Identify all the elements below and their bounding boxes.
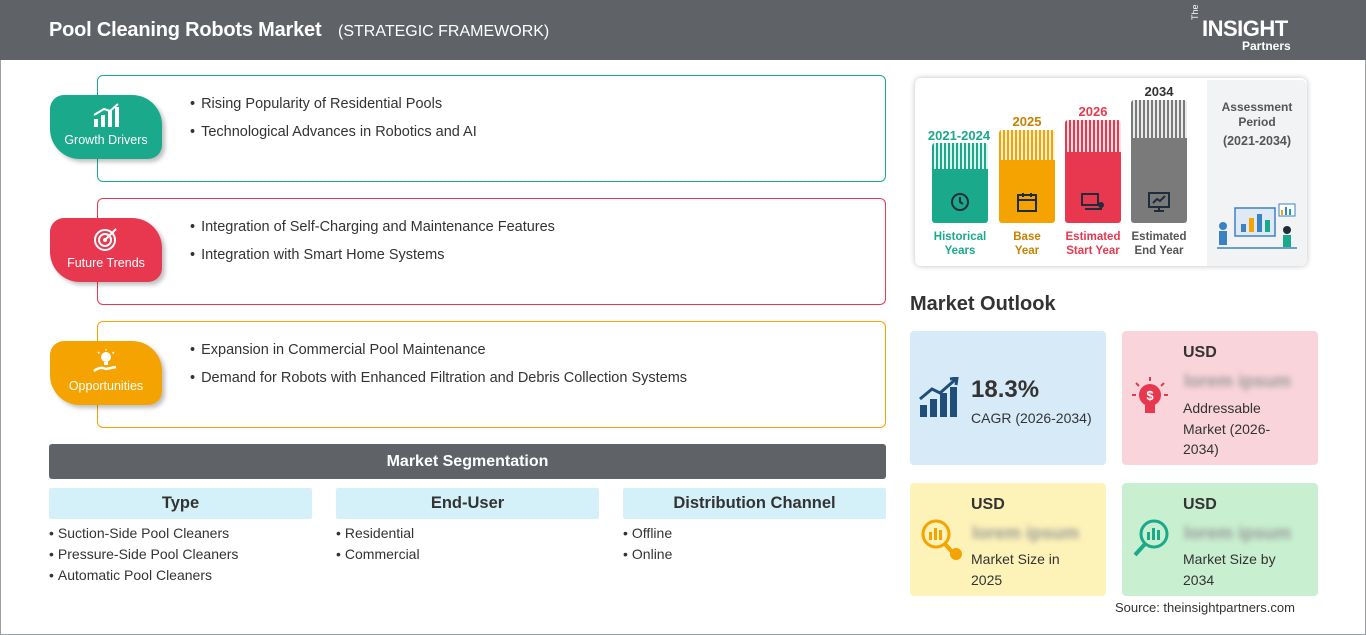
- segment-header: Type: [49, 488, 312, 519]
- cagr-label: CAGR (2026-2034): [971, 410, 1092, 426]
- list-item: Integration of Self-Charging and Mainten…: [190, 219, 555, 247]
- list-item: Automatic Pool Cleaners: [49, 567, 312, 588]
- cagr-tile: 18.3% CAGR (2026-2034): [910, 331, 1106, 465]
- timeline-year-start: 2026: [1078, 104, 1108, 119]
- monitor-chart-icon: [1148, 192, 1170, 212]
- timeline-bar-end: [1131, 100, 1187, 223]
- list-item: Pressure-Side Pool Cleaners: [49, 546, 312, 567]
- bar-chart-up-icon: [93, 103, 119, 127]
- list-item: Offline: [623, 525, 886, 546]
- addressable-market-label: Addressable Market (2026-2034): [1183, 400, 1271, 457]
- magnifier-chart-icon: [1133, 519, 1169, 557]
- timeline-year-base: 2025: [1012, 114, 1042, 129]
- presentation-icon: [1081, 193, 1104, 210]
- svg-text:$: $: [1146, 388, 1154, 403]
- list-item: Expansion in Commercial Pool Maintenance: [190, 342, 687, 370]
- addressable-market-tile: USD lorem ipsum $ Addressable Market (20…: [1122, 331, 1318, 465]
- lightbulb-hand-icon: [93, 349, 117, 372]
- future-trends-card: Integration of Self-Charging and Mainten…: [97, 198, 886, 305]
- timeline-label-base: Base Year: [1013, 231, 1041, 257]
- opportunities-tag: Opportunities: [50, 341, 162, 405]
- market-size-2034-tile: USD lorem ipsum Market Size by 2034: [1122, 483, 1318, 596]
- history-icon: [951, 193, 969, 211]
- list-item: Commercial: [336, 546, 599, 567]
- timeline-year-end: 2034: [1144, 84, 1174, 99]
- growth-drivers-tag: Growth Drivers: [50, 95, 162, 159]
- list-item: Technological Advances in Robotics and A…: [190, 124, 477, 152]
- header-bar: Pool Cleaning Robots Market (STRATEGIC F…: [0, 0, 1366, 60]
- target-icon: [94, 228, 117, 251]
- opportunities-card: Expansion in Commercial Pool Maintenance…: [97, 321, 886, 428]
- segment-header: Distribution Channel: [623, 488, 886, 519]
- market-size-2025-tile: USD lorem ipsum Market Size in 2025: [910, 483, 1106, 596]
- timeline-label-start: Estimated Start Year: [1065, 231, 1121, 257]
- calendar-icon: [1017, 193, 1037, 212]
- list-item: Suction-Side Pool Cleaners: [49, 525, 312, 546]
- timeline-label-end: Estimated End Year: [1131, 231, 1187, 257]
- segment-distribution-channel: Distribution Channel Offline Online: [623, 488, 886, 567]
- growth-drivers-card: Rising Popularity of Residential Pools T…: [97, 75, 886, 182]
- page-title: Pool Cleaning Robots Market: [49, 19, 322, 41]
- list-item: Demand for Robots with Enhanced Filtrati…: [190, 370, 687, 398]
- growth-drivers-label: Growth Drivers: [64, 133, 148, 147]
- future-trends-label: Future Trends: [67, 256, 145, 270]
- timeline-label-historical: Historical Years: [933, 231, 987, 257]
- currency-label: USD: [971, 496, 1005, 513]
- market-size-2034-value: lorem ipsum: [1184, 523, 1292, 543]
- timeline-year-historical: 2021-2024: [927, 128, 991, 143]
- list-item: Online: [623, 546, 886, 567]
- cagr-value: 18.3%: [971, 376, 1040, 403]
- magnifier-coins-icon: [921, 519, 962, 560]
- assessment-period: Assessment Period (2021-2034): [1207, 80, 1307, 266]
- list-item: Residential: [336, 525, 599, 546]
- currency-label: USD: [1183, 496, 1217, 513]
- segment-header: End-User: [336, 488, 599, 519]
- analytics-illustration-icon: [1217, 203, 1297, 249]
- segment-type: Type Suction-Side Pool Cleaners Pressure…: [49, 488, 312, 588]
- market-segmentation-header: Market Segmentation: [49, 444, 886, 479]
- insight-partners-logo: The INSIGHT Partners: [1190, 4, 1291, 53]
- list-item: Integration with Smart Home Systems: [190, 247, 555, 275]
- market-size-2034-label: Market Size by 2034: [1183, 551, 1276, 588]
- source-credit: Source: theinsightpartners.com: [1115, 600, 1295, 615]
- segment-end-user: End-User Residential Commercial: [336, 488, 599, 567]
- addressable-market-value: lorem ipsum: [1184, 371, 1292, 391]
- timeline-bar-start: [1065, 120, 1121, 223]
- list-item: Rising Popularity of Residential Pools: [190, 96, 477, 124]
- growth-chart-icon: [919, 377, 959, 417]
- page-subtitle: (STRATEGIC FRAMEWORK): [338, 23, 550, 40]
- timeline-bar-base: [999, 130, 1055, 223]
- currency-label: USD: [1183, 344, 1217, 361]
- market-size-2025-value: lorem ipsum: [972, 523, 1080, 543]
- lightbulb-dollar-icon: $: [1132, 377, 1168, 413]
- market-size-2025-label: Market Size in 2025: [971, 551, 1060, 588]
- future-trends-tag: Future Trends: [50, 218, 162, 282]
- market-outlook-title: Market Outlook: [910, 293, 1056, 315]
- timeline-bar-historical: [932, 143, 988, 223]
- opportunities-label: Opportunities: [68, 379, 144, 393]
